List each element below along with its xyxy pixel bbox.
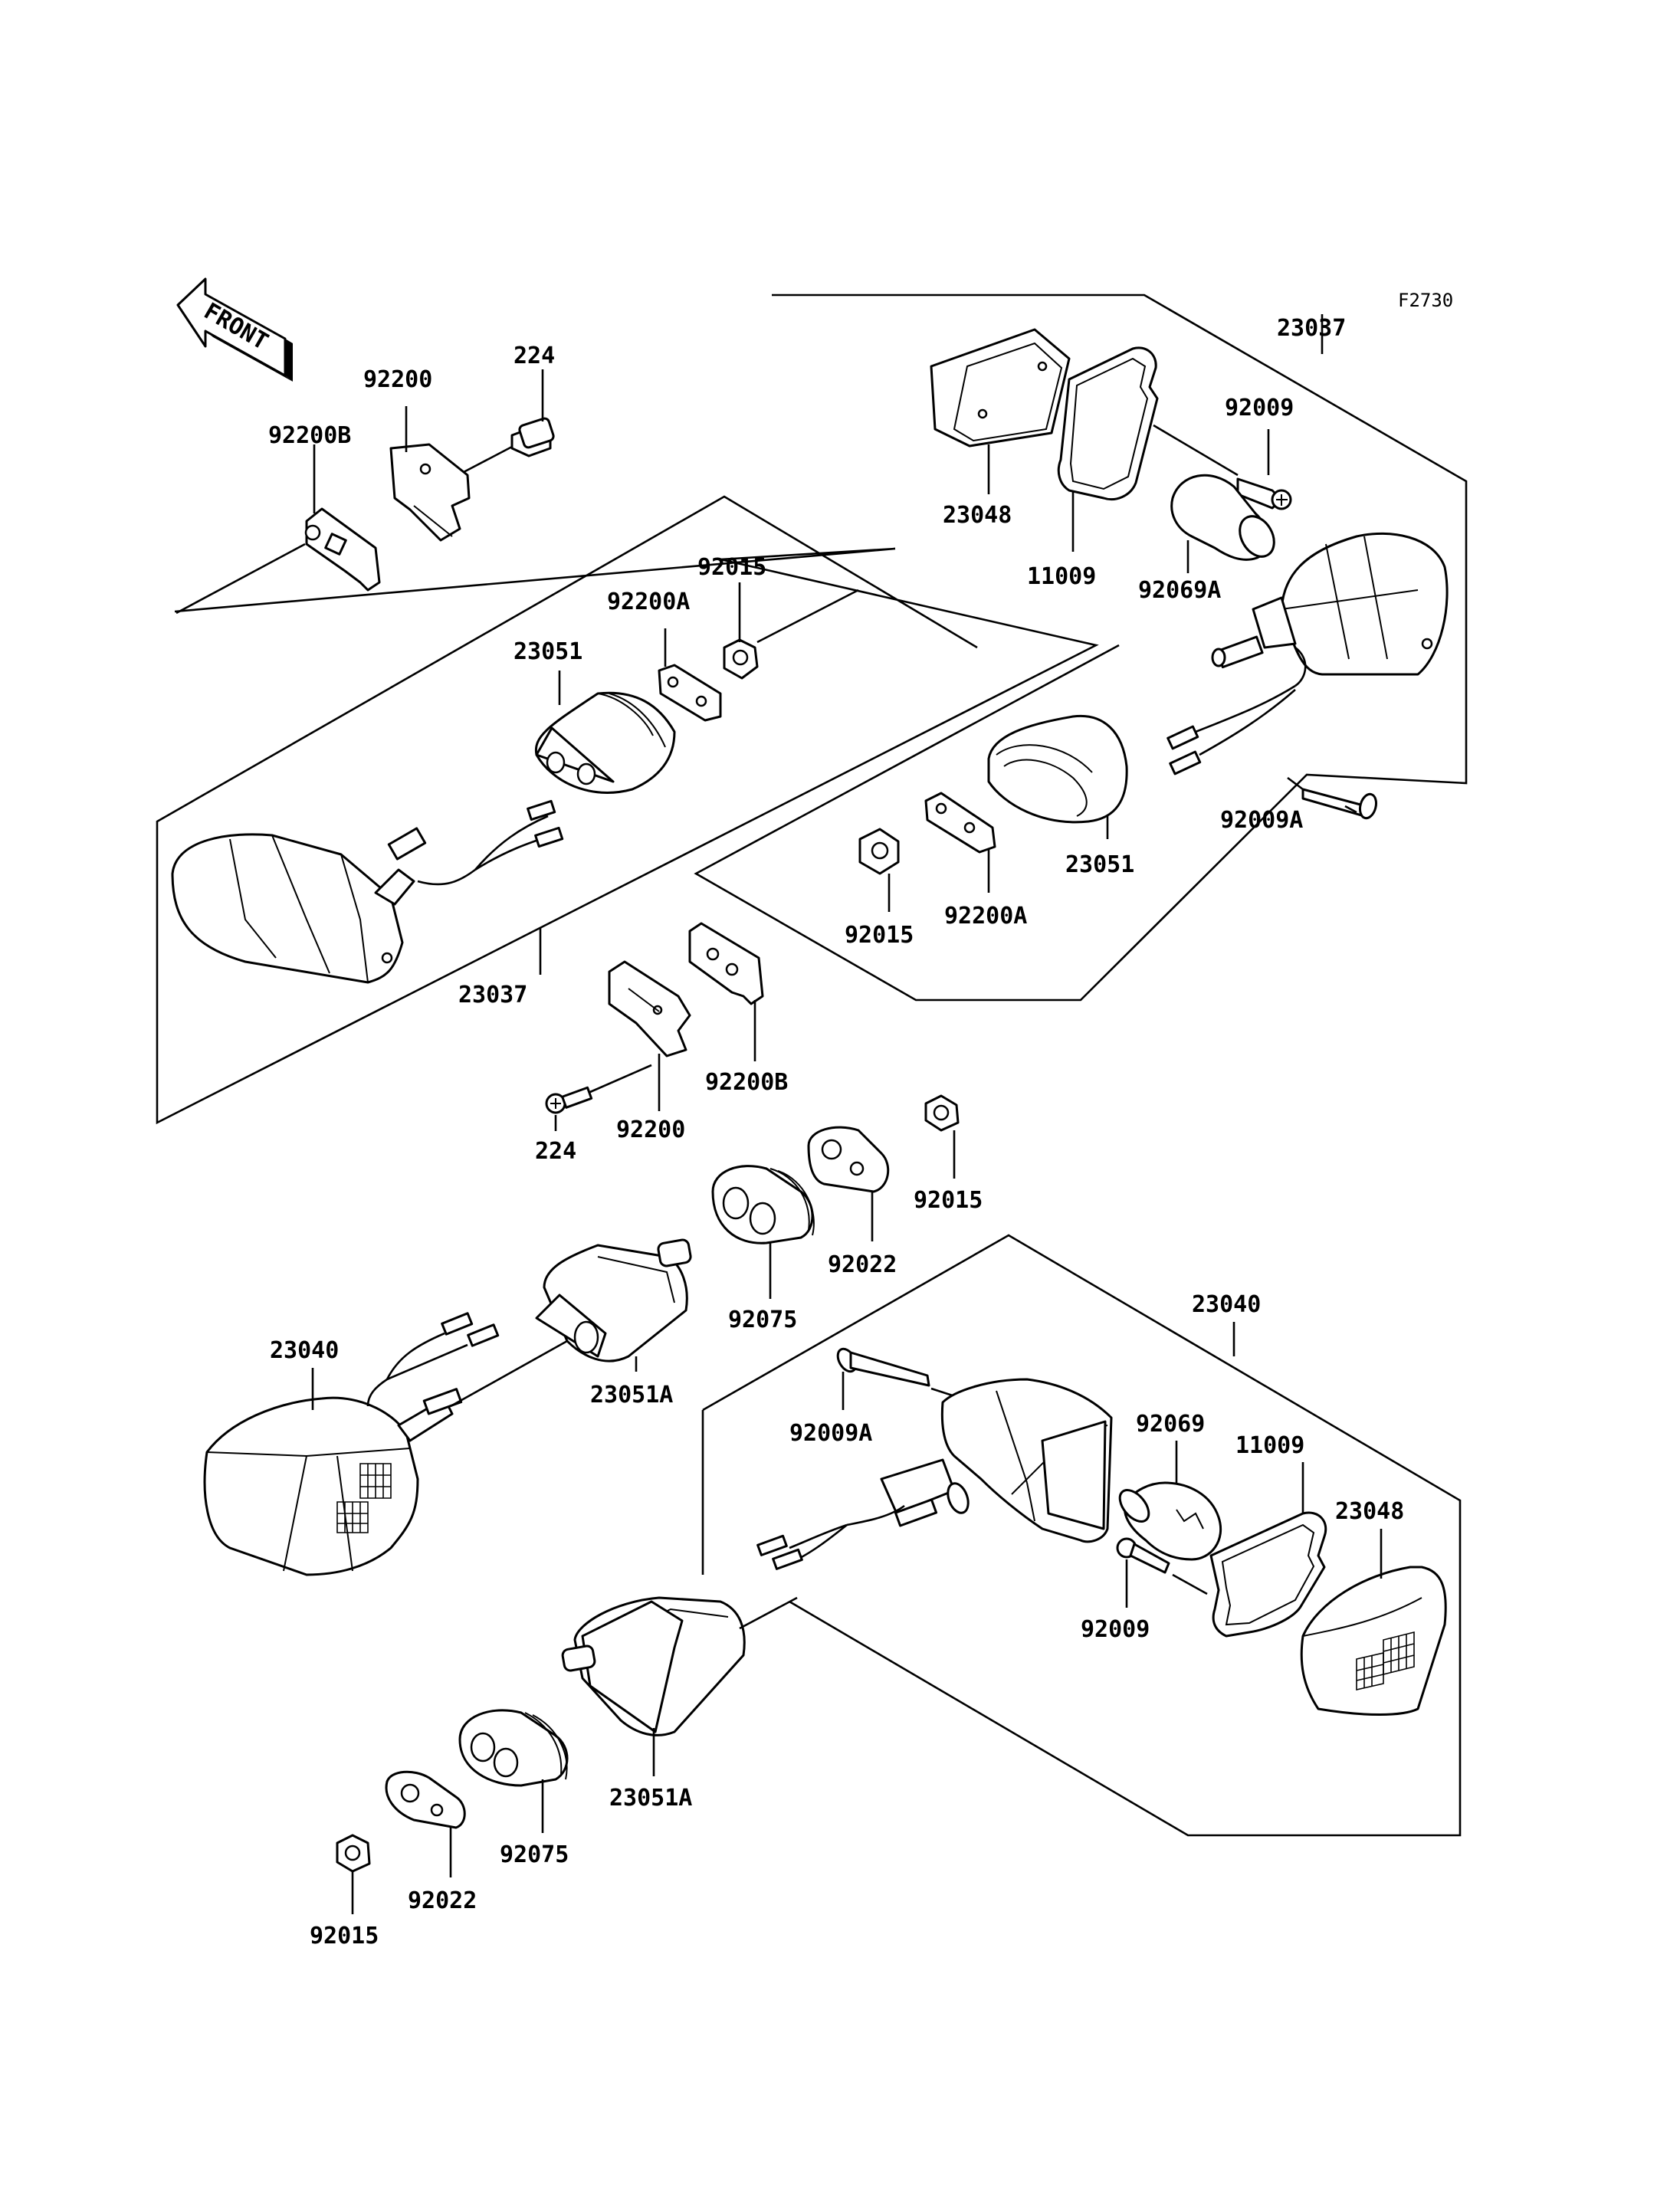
part-label: 11009: [1027, 563, 1096, 590]
nut-92015-bottom: [336, 1834, 371, 1873]
part-label: 92200B: [705, 1069, 788, 1096]
plate-92200A-right: [924, 792, 996, 854]
part-label: 92022: [828, 1251, 897, 1278]
part-label: 92075: [728, 1307, 797, 1333]
part-label: 92200A: [607, 589, 690, 615]
nut-92015-left: [723, 589, 859, 680]
bracket-92200-top: [389, 443, 471, 542]
assembly-outline-right-front: [694, 293, 1468, 1002]
grommet-23051A-bottom: [561, 1596, 798, 1736]
gasket-11009-rear-right: [1209, 1511, 1327, 1638]
bulb-92069-rear-right: [1118, 1481, 1222, 1561]
part-label: 23051A: [590, 1382, 673, 1408]
lens-23048-right: [930, 328, 1071, 448]
part-label: 23037: [1277, 315, 1346, 342]
lens-23048-rear-right: [1300, 1566, 1447, 1716]
part-label: 92009: [1081, 1616, 1150, 1643]
turn-signal-23040-rear-right: [756, 1378, 1113, 1570]
part-label: 92075: [500, 1841, 569, 1868]
part-label: 92069A: [1138, 577, 1221, 604]
figure-code: F2730: [1398, 290, 1453, 311]
grommet-92075-bottom: [458, 1709, 569, 1787]
part-label: 224: [535, 1138, 576, 1165]
bracket-92200-middle: [608, 960, 691, 1058]
grommet-23051-right: [987, 714, 1128, 824]
gasket-11009-right: [1057, 346, 1159, 501]
part-label: 92015: [697, 554, 766, 581]
nut-92015-right: [858, 828, 900, 875]
rubber-pad-92200B-middle: [688, 922, 764, 1005]
turn-signal-23037-left: [171, 799, 564, 984]
plate-92022-bottom: [385, 1770, 466, 1829]
grommet-23051A-rear-left: [535, 1238, 692, 1362]
plate-92022-middle: [807, 1126, 890, 1193]
part-label: 92200: [363, 366, 432, 393]
part-label: 92009A: [1220, 807, 1303, 834]
nut-92015-middle: [924, 1094, 960, 1132]
part-label: 23040: [270, 1337, 339, 1364]
front-arrow-icon: FRONT: [176, 277, 293, 382]
screw-92009-rear-right: [1116, 1537, 1208, 1595]
part-label: 224: [514, 343, 555, 369]
part-labels: 92200 224 92200B 92015 92200A 23051 2303…: [268, 315, 1404, 1949]
part-label: 92015: [310, 1923, 379, 1949]
turn-signal-23040-rear-left: [203, 1312, 568, 1576]
part-label: 23037: [458, 982, 527, 1008]
rubber-pad-92200B-top: [176, 507, 381, 615]
screw-92009A-rear-right: [836, 1347, 963, 1400]
part-label: 92009: [1225, 395, 1294, 421]
screw-92009A-right: [1287, 776, 1378, 820]
bolt-224-top: [463, 417, 555, 474]
grommet-23051-left: [534, 691, 676, 794]
part-label: 23048: [943, 502, 1012, 529]
part-label: 92015: [845, 922, 914, 949]
part-label: 23048: [1335, 1498, 1404, 1525]
bulb-92069A-right: [1170, 474, 1275, 561]
part-label: 23051: [1065, 851, 1134, 878]
bolt-224-middle: [545, 1064, 652, 1114]
part-label: 92200: [616, 1117, 685, 1143]
turn-signal-23037-right: [1166, 532, 1449, 776]
part-label: 11009: [1235, 1432, 1304, 1459]
grommet-92075-middle: [711, 1165, 815, 1244]
plate-92200A-left: [658, 664, 722, 722]
part-label: 92022: [408, 1887, 477, 1914]
part-label: 23040: [1192, 1291, 1261, 1318]
part-label: 92069: [1136, 1411, 1205, 1438]
part-label: 23051A: [609, 1785, 692, 1812]
assembly-outline-left-front: [156, 495, 1099, 1125]
part-label: 92200B: [268, 422, 351, 449]
leader-lines: [311, 314, 1383, 1914]
part-label: 92200A: [944, 903, 1027, 930]
assembly-outline-rear-right: [701, 1234, 1462, 1837]
part-label: 92009A: [789, 1420, 872, 1447]
part-label: 92015: [914, 1187, 983, 1214]
part-label: 23051: [514, 638, 582, 665]
